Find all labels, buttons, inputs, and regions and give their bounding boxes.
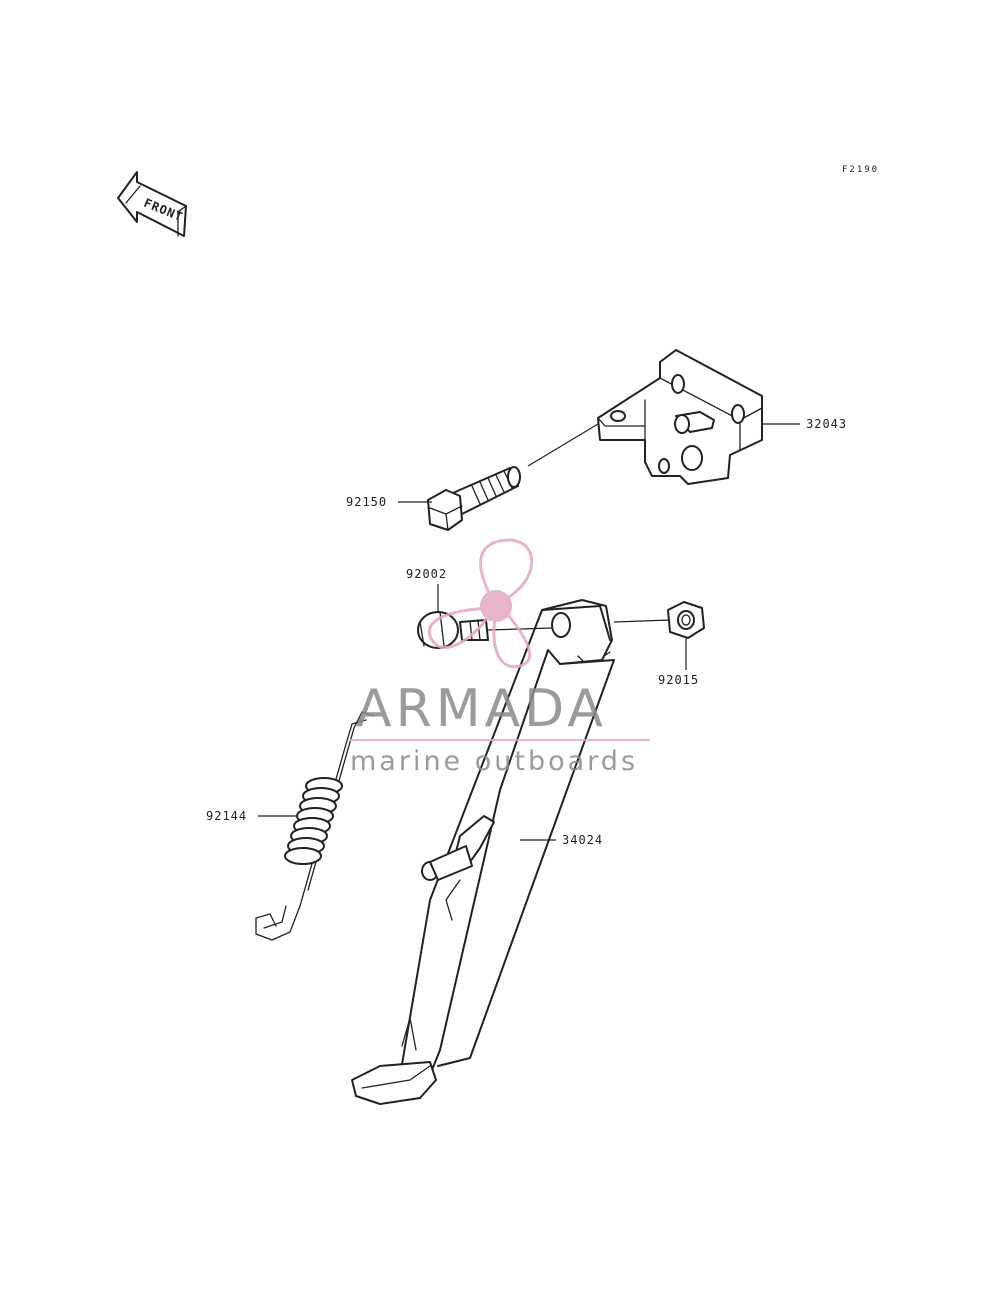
part-label-92002: 92002: [406, 567, 447, 581]
spring-92144: [255, 711, 375, 941]
part-label-34024: 34024: [562, 833, 603, 847]
watermark: ARMADA marine outboards: [350, 538, 650, 777]
bolt-92150: [427, 466, 521, 531]
watermark-subtitle: marine outboards: [350, 746, 638, 777]
part-label-92144: 92144: [206, 809, 247, 823]
leader-lines: [258, 423, 800, 841]
front-arrow-icon: FRONT: [117, 171, 187, 237]
nut-92015: [667, 601, 705, 639]
diagram-code: F2190: [842, 165, 879, 175]
propeller-logo-icon: [428, 538, 534, 669]
watermark-title: ARMADA: [356, 679, 607, 739]
part-label-32043: 32043: [806, 417, 847, 431]
side-stand-34024: [351, 599, 615, 1105]
part-label-92150: 92150: [346, 495, 387, 509]
part-label-92015: 92015: [658, 673, 699, 687]
bracket-32043: [597, 349, 763, 485]
